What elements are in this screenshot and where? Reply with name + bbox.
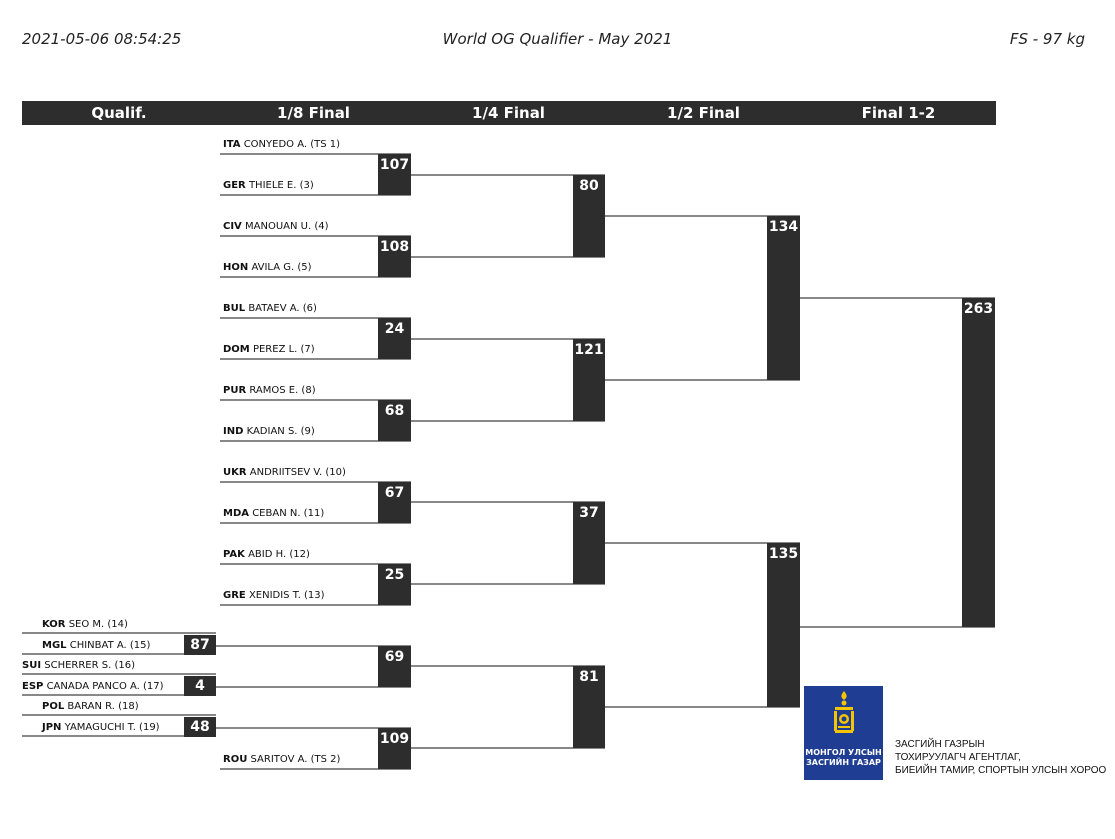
round-header-semi: 1/2 Final [667, 104, 740, 122]
bout-number-qualif: 48 [184, 717, 216, 737]
bout-number-quarter: 37 [573, 502, 605, 584]
bout-number-qualif: 4 [184, 676, 216, 696]
athlete-entry: HON AVILA G. (5) [223, 262, 312, 274]
athlete-entry: ESP CANADA PANCO A. (17) [22, 681, 164, 693]
weight-category: FS - 97 kg [1009, 30, 1085, 48]
athlete-name: AVILA G. (5) [251, 262, 312, 273]
athlete-country: ROU [223, 754, 248, 765]
bout-number-eighth: 69 [378, 646, 411, 687]
rounds-header-bar: Qualif. 1/8 Final 1/4 Final 1/2 Final Fi… [22, 101, 996, 125]
athlete-name: THIELE E. (3) [248, 180, 314, 191]
soyombo-emblem-icon [834, 691, 854, 733]
athlete-entry: MDA CEBAN N. (11) [223, 508, 324, 520]
athlete-name: CEBAN N. (11) [252, 508, 325, 519]
athlete-name: SCHERRER S. (16) [44, 660, 135, 671]
athlete-entry: JPN YAMAGUCHI T. (19) [42, 722, 160, 734]
bout-number-semi: 134 [767, 216, 800, 380]
athlete-name: SARITOV A. (TS 2) [250, 754, 341, 765]
athlete-entry: ITA CONYEDO A. (TS 1) [223, 139, 340, 151]
round-header-final: Final 1-2 [861, 104, 936, 122]
athlete-country: GER [223, 180, 246, 191]
athlete-name: PEREZ L. (7) [252, 344, 315, 355]
athlete-entry: GRE XENIDIS T. (13) [223, 590, 325, 602]
athlete-country: CIV [223, 221, 242, 232]
athlete-name: SEO M. (14) [68, 619, 128, 630]
athlete-country: ESP [22, 681, 44, 692]
bout-number-eighth: 108 [378, 236, 411, 277]
athlete-entry: PAK ABID H. (12) [223, 549, 310, 561]
round-header-qualif: Qualif. [91, 104, 147, 122]
event-title: World OG Qualifier - May 2021 [442, 30, 673, 48]
athlete-name: KADIAN S. (9) [246, 426, 315, 437]
logo-line-2: ЗАСГИЙН ГАЗАР [806, 758, 881, 767]
bout-number-eighth: 67 [378, 482, 411, 523]
bout-number-eighth: 109 [378, 728, 411, 769]
organization-name: ЗАСГИЙН ГАЗРЫН ТОХИРУУЛАГЧ АГЕНТЛАГ, БИЕ… [895, 738, 1106, 777]
athlete-entry: SUI SCHERRER S. (16) [22, 660, 135, 672]
athlete-name: CHINBAT A. (15) [69, 640, 151, 651]
athlete-country: IND [223, 426, 244, 437]
athlete-name: BATAEV A. (6) [248, 303, 317, 314]
org-line-1: ЗАСГИЙН ГАЗРЫН [895, 739, 985, 750]
athlete-country: PUR [223, 385, 247, 396]
athlete-entry: POL BARAN R. (18) [42, 701, 139, 713]
athlete-country: JPN [42, 722, 62, 733]
athlete-name: BARAN R. (18) [67, 701, 139, 712]
org-line-3: БИЕИЙН ТАМИР, СПОРТЫН УЛСЫН ХОРОО [895, 765, 1107, 776]
athlete-entry: ROU SARITOV A. (TS 2) [223, 754, 340, 766]
timestamp: 2021-05-06 08:54:25 [22, 30, 182, 48]
bout-number-qualif: 87 [184, 635, 216, 655]
bout-number-final: 263 [962, 298, 995, 627]
bout-number-semi: 135 [767, 543, 800, 707]
athlete-country: KOR [42, 619, 66, 630]
athlete-country: HON [223, 262, 249, 273]
athlete-name: MANOUAN U. (4) [245, 221, 329, 232]
government-logo: МОНГОЛ УЛСЫН ЗАСГИЙН ГАЗАР [804, 686, 883, 780]
athlete-country: POL [42, 701, 65, 712]
bout-number-quarter: 81 [573, 666, 605, 748]
athlete-name: ABID H. (12) [248, 549, 310, 560]
round-header-eighth: 1/8 Final [277, 104, 350, 122]
athlete-name: XENIDIS T. (13) [248, 590, 325, 601]
logo-line-1: МОНГОЛ УЛСЫН [805, 748, 882, 757]
athlete-country: PAK [223, 549, 245, 560]
bout-number-eighth: 68 [378, 400, 411, 441]
athlete-country: SUI [22, 660, 42, 671]
athlete-name: RAMOS E. (8) [249, 385, 316, 396]
athlete-country: MDA [223, 508, 249, 519]
athlete-entry: IND KADIAN S. (9) [223, 426, 315, 438]
athlete-entry: UKR ANDRIITSEV V. (10) [223, 467, 346, 479]
athlete-name: CONYEDO A. (TS 1) [243, 139, 341, 150]
athlete-country: MGL [42, 640, 67, 651]
athlete-name: ANDRIITSEV V. (10) [249, 467, 346, 478]
bout-number-eighth: 24 [378, 318, 411, 359]
bout-number-quarter: 80 [573, 175, 605, 257]
athlete-country: BUL [223, 303, 246, 314]
athlete-entry: MGL CHINBAT A. (15) [42, 640, 150, 652]
athlete-name: YAMAGUCHI T. (19) [64, 722, 160, 733]
athlete-entry: CIV MANOUAN U. (4) [223, 221, 328, 233]
athlete-entry: BUL BATAEV A. (6) [223, 303, 317, 315]
athlete-country: DOM [223, 344, 250, 355]
athlete-country: ITA [223, 139, 241, 150]
athlete-entry: DOM PEREZ L. (7) [223, 344, 315, 356]
athlete-name: CANADA PANCO A. (17) [46, 681, 164, 692]
athlete-entry: GER THIELE E. (3) [223, 180, 314, 192]
bout-number-eighth: 107 [378, 154, 411, 195]
athlete-country: UKR [223, 467, 247, 478]
bout-number-quarter: 121 [573, 339, 605, 421]
athlete-entry: PUR RAMOS E. (8) [223, 385, 316, 397]
org-line-2: ТОХИРУУЛАГЧ АГЕНТЛАГ, [895, 752, 1021, 763]
bout-number-eighth: 25 [378, 564, 411, 605]
athlete-entry: KOR SEO M. (14) [42, 619, 128, 631]
round-header-quarter: 1/4 Final [472, 104, 545, 122]
athlete-country: GRE [223, 590, 246, 601]
